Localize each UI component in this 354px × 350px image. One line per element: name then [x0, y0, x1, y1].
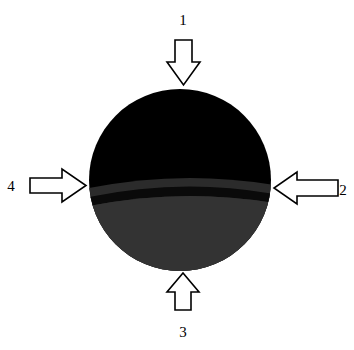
callout-number: 3	[179, 325, 187, 340]
sphere-lower-shade	[80, 178, 280, 280]
force-arrow-bottom	[167, 273, 199, 310]
callout-number: 1	[179, 13, 187, 28]
force-arrow-top	[167, 40, 200, 85]
force-arrow-right	[274, 172, 338, 204]
callout-number: 4	[7, 179, 15, 194]
force-arrow-left	[30, 169, 86, 202]
sphere-bottom-shade	[80, 196, 280, 280]
callout-number: 2	[339, 183, 347, 198]
